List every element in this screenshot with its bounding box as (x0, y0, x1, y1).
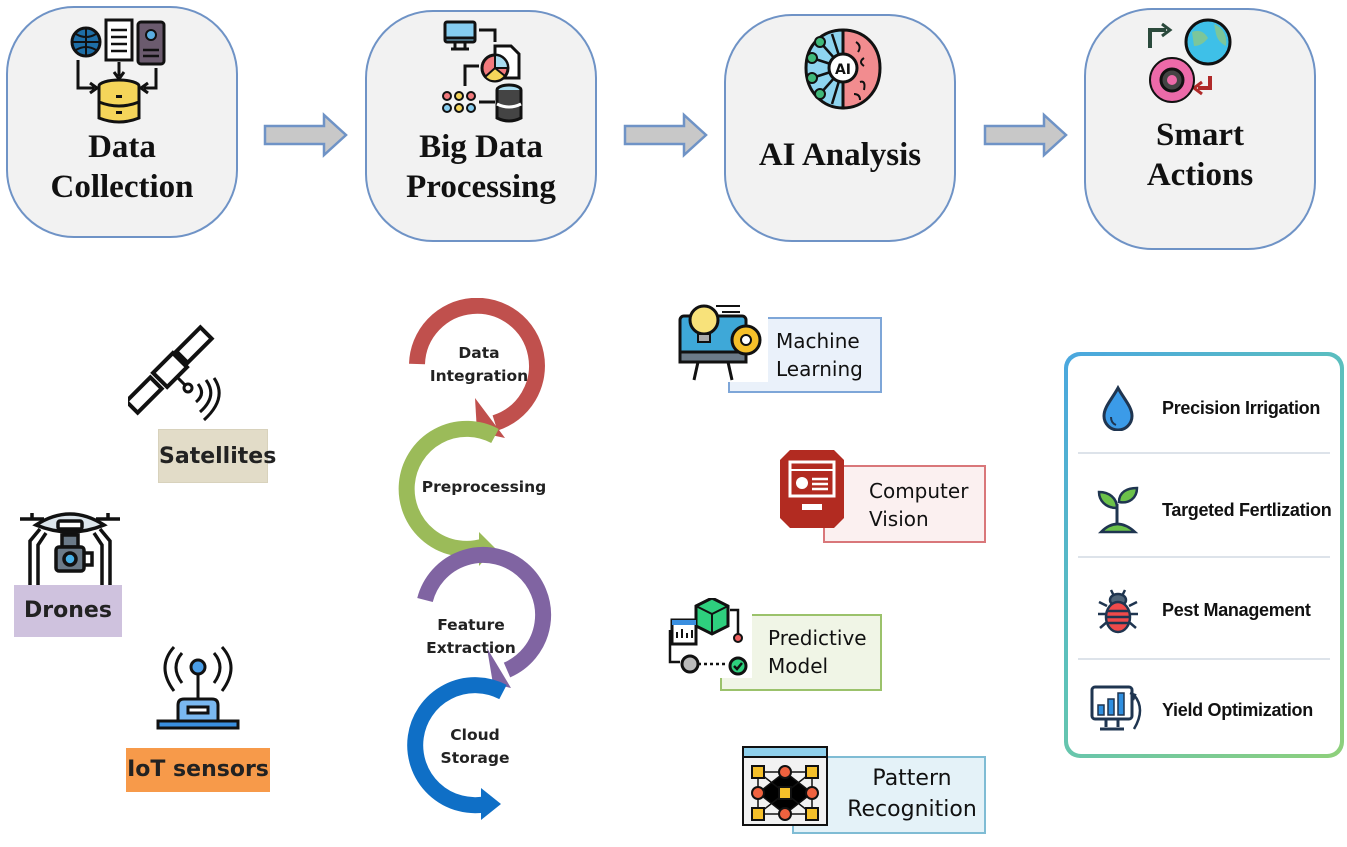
satellites-label: Satellites (158, 429, 276, 483)
ai-line1: Computer (869, 479, 969, 503)
stage-title-line2: Actions (1146, 156, 1254, 193)
iot-sensors-label: IoT sensors (126, 748, 270, 792)
yield-chart-monitor-icon (1090, 685, 1142, 731)
step-line1: Preprocessing (421, 478, 547, 496)
action-label: Yield Optimization (1162, 699, 1313, 720)
step-line1: Cloud (450, 726, 500, 744)
step-line1: Feature (437, 616, 505, 634)
action-label: Pest Management (1162, 599, 1311, 620)
divider (1078, 658, 1330, 660)
water-drop-icon (1102, 385, 1134, 431)
stage-title: Smart Actions (1086, 116, 1314, 195)
smart-actions-panel: Precision Irrigation Targeted Fertlizati… (1064, 352, 1344, 758)
step-preprocessing: Preprocessing (414, 476, 554, 499)
cloud-storage-arrow (407, 677, 507, 814)
ml-lightbulb-gear-icon (676, 302, 768, 382)
stage-title: Big Data Processing (367, 128, 595, 207)
ai-line1: Pattern (872, 766, 952, 791)
feature-extraction-arrow (417, 547, 552, 678)
computer-vision-monitor-icon (780, 450, 844, 528)
smart-actions-list: Precision Irrigation Targeted Fertlizati… (1068, 356, 1340, 754)
action-precision-irrigation: Precision Irrigation (1068, 358, 1340, 458)
divider (1078, 556, 1330, 558)
stage-title-line2: Collection (50, 168, 194, 205)
ai-line2: Vision (869, 507, 929, 531)
step-cloud-storage: Cloud Storage (430, 724, 520, 771)
step-data-integration: Data Integration (420, 342, 538, 389)
ai-line2: Model (768, 654, 829, 678)
ai-line1: Predictive (768, 626, 867, 650)
bug-icon (1098, 589, 1138, 634)
ai-line2: Recognition (847, 796, 977, 822)
preprocessing-arrow (398, 420, 499, 557)
action-pest-management: Pest Management (1068, 560, 1340, 660)
ai-line1: Machine (776, 329, 860, 353)
data-integration-arrow (409, 298, 545, 431)
stage-data-collection: Data Collection (6, 6, 238, 238)
stage-title-line1: Smart (1156, 117, 1244, 153)
action-targeted-fertilization: Targeted Fertlization (1068, 460, 1340, 560)
data-sources-to-database-icon (70, 18, 166, 124)
predictive-model-cube-icon (668, 598, 752, 678)
stage-title: AI Analysis (726, 136, 954, 176)
processing-cycle (398, 298, 552, 820)
svg-text:AI: AI (835, 62, 851, 78)
right-arrow-icon (263, 112, 348, 158)
computer-vision-box: Computer Vision (823, 465, 986, 543)
stage-title-line1: Big Data (419, 129, 543, 165)
stage-title-line1: AI Analysis (758, 137, 922, 173)
iot-antenna-icon (156, 645, 240, 730)
data-processing-network-icon (442, 20, 523, 123)
action-yield-optimization: Yield Optimization (1068, 660, 1340, 760)
stage-title-line1: Data (88, 129, 156, 165)
feature-extraction-arrowhead (487, 648, 511, 688)
step-line2: Extraction (426, 639, 516, 658)
step-line2: Storage (440, 749, 510, 768)
action-label: Targeted Fertlization (1162, 499, 1332, 520)
sprout-icon (1097, 486, 1139, 534)
globe-gear-cycle-icon (1148, 18, 1232, 103)
stage-title-line2: Processing (406, 168, 556, 205)
step-line2: Integration (429, 367, 529, 386)
drone-icon (20, 512, 120, 585)
ai-line2: Learning (776, 357, 863, 381)
stage-title: Data Collection (8, 128, 236, 207)
stage-smart-actions: Smart Actions (1084, 8, 1316, 250)
divider (1078, 452, 1330, 454)
stage-big-data-processing: Big Data Processing (365, 10, 597, 242)
cloud-storage-arrowhead (481, 788, 501, 820)
right-arrow-icon (623, 112, 708, 158)
step-feature-extraction: Feature Extraction (416, 614, 526, 661)
pattern-network-icon (742, 746, 828, 826)
stage-ai-analysis: AI AI Analysis (724, 14, 956, 242)
action-label: Precision Irrigation (1162, 397, 1321, 418)
drones-label: Drones (14, 585, 122, 637)
right-arrow-icon (983, 112, 1068, 158)
ai-brain-icon: AI (804, 28, 882, 110)
step-line1: Data (458, 344, 500, 362)
satellite-icon (128, 324, 221, 422)
